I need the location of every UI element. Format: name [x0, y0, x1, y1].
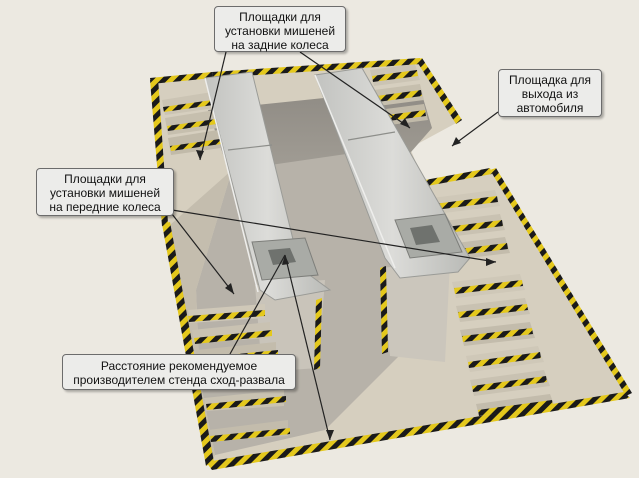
callout-rear-line-3: на задние колеса: [231, 38, 329, 52]
left-turntable-plate: [268, 248, 296, 265]
right-turntable-plate: [410, 225, 440, 245]
callout-rear-line-1: Площадки для: [239, 10, 321, 24]
callout-rear-wheel-target-platforms: Площадки для установки мишеней на задние…: [214, 6, 346, 52]
callout-distance-line-1: Расстояние рекомендуемое: [100, 359, 258, 373]
hazard-stripes: [150, 58, 632, 470]
callout-front-line-2: установки мишеней: [49, 186, 161, 200]
leader-arrowheads: [196, 118, 496, 440]
callout-distance-line-2: производителем стенда сход-развала: [73, 373, 285, 387]
callout-exit-line-1: Площадка для: [508, 73, 591, 87]
callout-exit-line-2: выхода из: [521, 87, 579, 101]
callout-front-line-1: Площадки для: [64, 172, 146, 186]
callout-recommended-distance: Расстояние рекомендуемое производителем …: [62, 354, 296, 390]
leader-lines: [171, 51, 499, 441]
callout-exit-line-3: автомобиля: [516, 101, 584, 115]
pit-left-wall: [170, 170, 232, 465]
callout-front-wheel-target-platforms: Площадки для установки мишеней на передн…: [36, 168, 174, 216]
callout-front-line-3: на передние колеса: [49, 200, 161, 214]
callout-vehicle-exit-platform: Площадка для выхода из автомобиля: [498, 69, 602, 117]
callout-rear-line-2: установки мишеней: [224, 24, 336, 38]
right-runway: [314, 67, 471, 279]
right-pedestal: [380, 262, 450, 362]
